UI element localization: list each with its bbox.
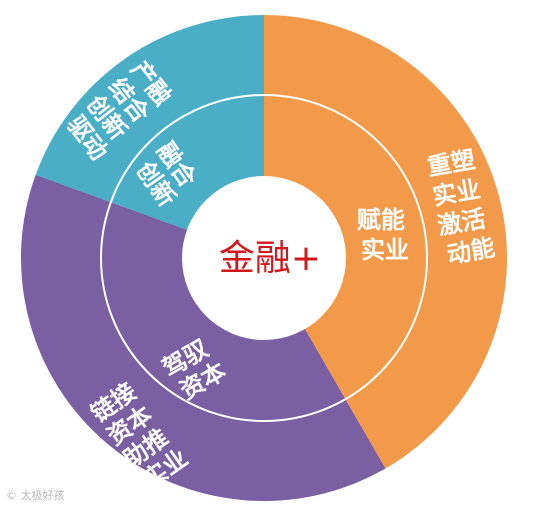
orange-inner-line-1: 赋能 [357,206,405,234]
segment-teal [35,15,265,258]
segment-orange [264,15,507,469]
orange-inner-line-2: 实业 [361,236,409,264]
svg-text:赋能 实业: 赋能 实业 [357,206,413,264]
center-label: 金融+ [219,238,321,279]
svg-text:重塑 实业 激活 动能: 重塑 实业 激活 动能 [425,144,501,270]
watermark: © 太极好孩 [6,488,65,502]
orange-inner-label: 赋能 实业 [357,206,413,264]
segment-purple [20,174,386,501]
orange-outer-label: 重塑 实业 激活 动能 [425,144,501,270]
inner-ring-divider [100,94,428,422]
center-circle [182,176,346,340]
